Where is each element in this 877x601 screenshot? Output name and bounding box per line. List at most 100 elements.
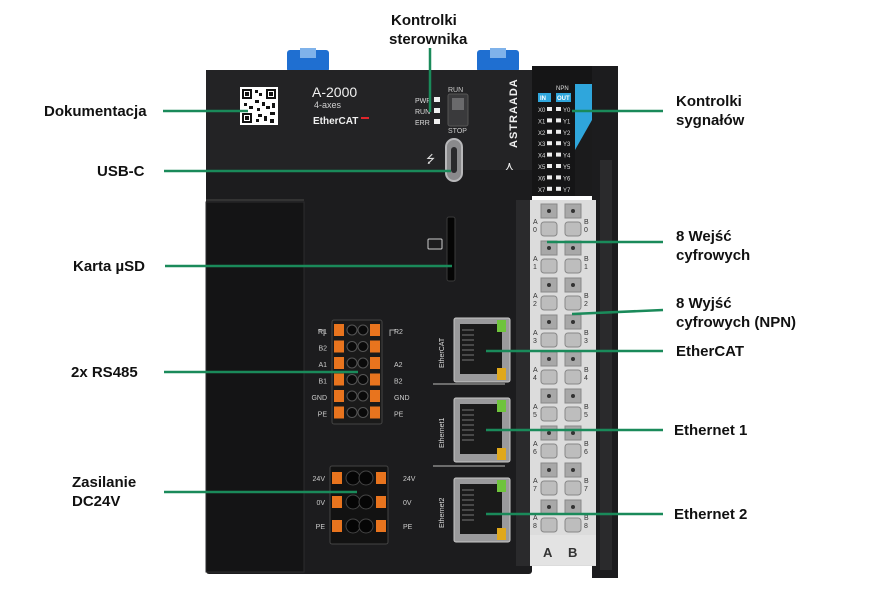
label-kontrolki-sygnalow-2: sygnałów	[676, 112, 745, 129]
led-pwr	[434, 97, 440, 102]
eth-activity-led	[497, 528, 506, 540]
label-karta-usd: Karta µSD	[73, 258, 145, 275]
terminal-label-b: B	[584, 441, 589, 448]
rs485-hole	[357, 374, 369, 385]
io-input-led	[547, 186, 552, 191]
io-input-led	[547, 164, 552, 168]
rs485-hole	[346, 357, 358, 369]
rs485-pin-right: GND	[394, 395, 410, 402]
power-lever-right	[376, 520, 386, 532]
terminal-hole-b	[564, 369, 582, 385]
io-output-led	[556, 141, 561, 146]
label-dokumentacja: Dokumentacja	[44, 103, 147, 120]
led-pwr-label: PWR	[415, 98, 431, 105]
terminal-label-b: B	[584, 256, 589, 263]
model-name: A-2000	[312, 84, 357, 100]
power-hole	[345, 518, 361, 534]
terminal-label-a-num: 1	[533, 264, 537, 271]
rs485-lever-left	[334, 390, 344, 402]
power-hole	[358, 470, 374, 486]
io-input-led	[547, 175, 552, 180]
io-input-label: X0	[538, 108, 546, 114]
port-eth1-label: Ethernet1	[439, 418, 446, 448]
label-wejscia-2: cyfrowych	[676, 247, 751, 264]
terminal-label-b-num: 4	[584, 375, 588, 382]
io-output-led	[556, 107, 561, 111]
terminal-screw-b	[571, 283, 575, 287]
terminal-screw-b	[571, 431, 575, 435]
power-pin-left: PE	[316, 524, 326, 531]
terminal-label-b-num: 2	[584, 301, 588, 308]
terminal-label-a-num: 2	[533, 301, 537, 308]
label-ethernet2: Ethernet 2	[674, 506, 748, 523]
terminal-label-b-num: 7	[584, 486, 588, 493]
label-kontrolki-sygnalow-1: Kontrolki	[676, 93, 742, 110]
io-input-label: X7	[538, 188, 546, 194]
io-input-led	[547, 118, 552, 123]
power-hole	[345, 494, 361, 510]
rs485-hole	[357, 390, 369, 402]
rs485-lever-right	[370, 340, 380, 353]
rs485-lever-right	[370, 390, 380, 402]
label-kontrolki-sterownika-2: sterownika	[389, 31, 468, 48]
terminal-screw-a	[547, 431, 551, 435]
terminal-label-b: B	[584, 478, 589, 485]
ethercat-logo: EtherCAT	[313, 116, 358, 127]
rs485-pin-left: B1	[318, 379, 327, 386]
power-lever-right	[376, 496, 386, 508]
rs485-lever-right	[370, 406, 380, 419]
terminal-label-a-num: 7	[533, 486, 537, 493]
io-output-label: Y7	[563, 188, 571, 194]
terminal-screw-b	[571, 246, 575, 250]
terminal-hole-a	[540, 332, 558, 348]
terminal-label-b-num: 0	[584, 227, 588, 234]
terminal-label-a: A	[533, 404, 538, 411]
rs485-lever-left	[334, 406, 344, 419]
terminal-label-a: A	[533, 515, 538, 522]
sd-icon	[427, 238, 443, 250]
power-hole	[358, 494, 374, 510]
label-kontrolki-sterownika-1: Kontrolki	[391, 12, 457, 29]
terminal-hole-a	[540, 480, 558, 496]
io-input-label: X6	[538, 176, 546, 182]
rs485-hole	[346, 324, 358, 336]
label-ethercat: EtherCAT	[676, 343, 745, 360]
terminal-hole-a	[540, 443, 558, 459]
label-rs485: 2x RS485	[71, 364, 138, 381]
port-eth2-label: Ethernet2	[439, 498, 446, 528]
terminal-hole-a	[540, 406, 558, 422]
power-pin-left: 0V	[316, 500, 325, 507]
eth-link-led	[497, 480, 506, 492]
led-run-label: RUN	[415, 109, 430, 116]
terminal-hole-b	[564, 295, 582, 311]
power-pin-left: 24V	[313, 476, 326, 483]
rs485-hole	[357, 341, 369, 352]
din-clip-right	[477, 50, 519, 72]
io-input-label: X3	[538, 142, 546, 148]
io-output-led	[556, 118, 561, 123]
io-input-led	[547, 152, 552, 157]
rs485-lever-right	[370, 324, 380, 336]
terminal-screw-b	[571, 209, 575, 213]
rs485-pin-left: GND	[311, 395, 327, 402]
terminal-screw-a	[547, 394, 551, 398]
terminal-label-a-num: 0	[533, 227, 537, 234]
io-input-label: X1	[538, 119, 546, 125]
rs485-hole	[357, 324, 369, 336]
io-output-label: Y3	[563, 142, 571, 148]
io-output-led	[556, 129, 561, 134]
rs485-lever-left	[334, 340, 344, 353]
terminal-hole-a	[540, 369, 558, 385]
terminal-label-b-num: 1	[584, 264, 588, 271]
din-clip-left	[287, 50, 329, 72]
io-output-label: Y5	[563, 165, 571, 171]
io-output-led	[556, 152, 561, 157]
rs485-pin-right: B2	[394, 379, 403, 386]
led-run	[434, 108, 440, 113]
callout-line-wyjscia	[571, 308, 664, 316]
terminal-screw-a	[547, 468, 551, 472]
terminal-label-a: A	[533, 330, 538, 337]
terminal-hole-b	[564, 480, 582, 496]
terminal-screw-b	[571, 320, 575, 324]
